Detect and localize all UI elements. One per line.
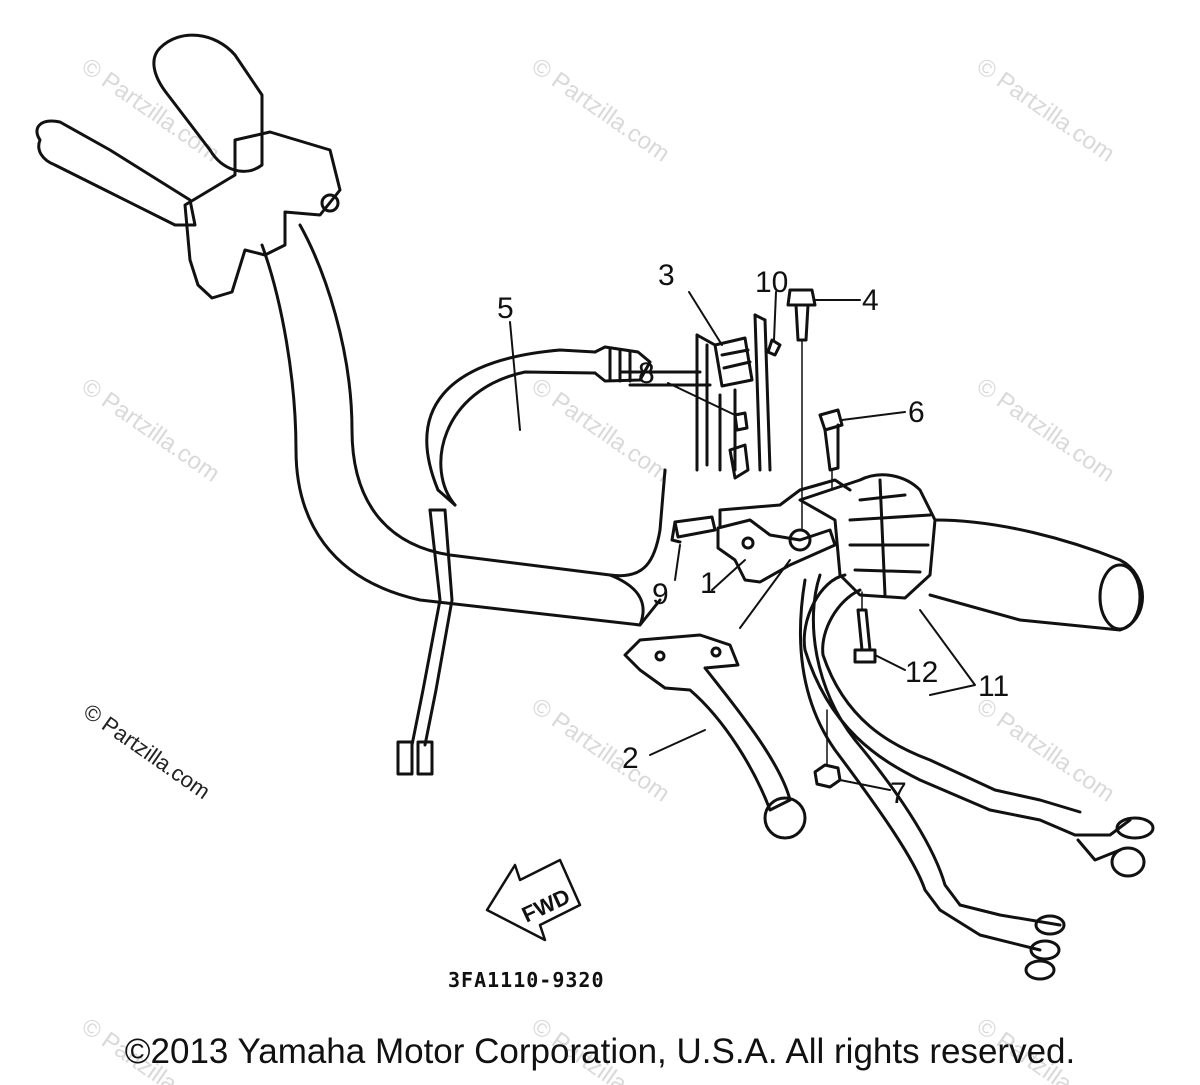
part-label-12: 12 xyxy=(905,656,938,689)
screw-12 xyxy=(853,591,877,664)
part-label-8: 8 xyxy=(638,357,655,390)
part-label-11: 11 xyxy=(978,670,1009,703)
left-grip xyxy=(152,33,264,173)
watermark-prominent: © Partzilla.com xyxy=(79,699,215,805)
bolt-6 xyxy=(818,408,844,491)
watermark: © Partzilla.com xyxy=(77,53,225,168)
watermark: © Partzilla.com xyxy=(77,373,225,488)
switch-wire-harness xyxy=(798,573,1155,981)
watermark-group: © Partzilla.com © Partzilla.com © Partzi… xyxy=(77,53,1120,1085)
clutch-switch-wire xyxy=(396,345,652,776)
diagram-code: 3FA1110-9320 xyxy=(448,968,605,992)
watermark: © Partzilla.com xyxy=(527,373,675,488)
screw-10 xyxy=(766,338,782,357)
part-label-4: 4 xyxy=(862,284,879,317)
handlebar xyxy=(260,223,667,627)
part-label-7: 7 xyxy=(890,777,907,810)
connector-plug xyxy=(396,740,414,776)
part-labels: 1 2 3 4 5 6 7 8 9 10 11 12 xyxy=(497,259,1009,810)
connector-plug xyxy=(416,740,434,776)
leader-lines xyxy=(509,291,976,791)
watermark: © Partzilla.com xyxy=(972,53,1120,168)
part-label-6: 6 xyxy=(908,396,925,429)
right-switch-housing xyxy=(798,473,937,600)
part-label-1: 1 xyxy=(700,567,717,600)
watermark: © Partzilla.com xyxy=(972,373,1120,488)
part-label-3: 3 xyxy=(658,259,675,292)
part-label-5: 5 xyxy=(497,292,514,325)
part-label-9: 9 xyxy=(652,578,669,611)
clutch-lever xyxy=(623,633,807,840)
left-holder-bolt xyxy=(320,193,340,213)
switch-body xyxy=(728,443,750,480)
left-grip-assembly xyxy=(35,33,342,300)
forward-arrow xyxy=(485,858,582,942)
lever-holder xyxy=(716,478,852,584)
right-grip xyxy=(928,518,1144,632)
left-lever xyxy=(35,119,197,227)
copyright-notice: ©2013 Yamaha Motor Corporation, U.S.A. A… xyxy=(124,1032,1076,1071)
part-label-10: 10 xyxy=(755,266,788,299)
lever-ball-end xyxy=(763,796,807,840)
left-lever-holder xyxy=(183,130,342,300)
watermark: © Partzilla.com xyxy=(527,53,675,168)
watermark: © Partzilla.com xyxy=(527,693,675,808)
bolt-4 xyxy=(786,288,817,531)
screw-8 xyxy=(733,411,749,432)
pivot-washer xyxy=(788,528,812,552)
part-label-2: 2 xyxy=(622,742,639,775)
bolt-9 xyxy=(670,515,717,544)
